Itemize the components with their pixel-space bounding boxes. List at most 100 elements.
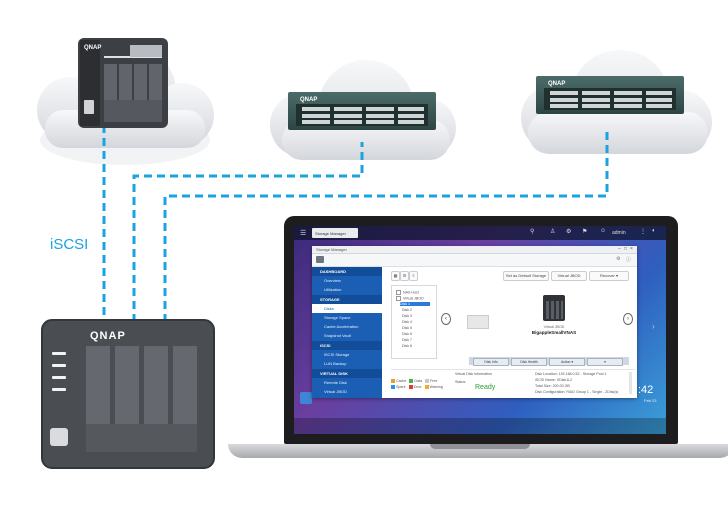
view-toggle[interactable]: ▦ ☰ ≡ bbox=[391, 271, 418, 281]
legend-spare-swatch bbox=[391, 385, 395, 390]
menu-icon[interactable]: ☰ bbox=[300, 230, 307, 237]
disk-health-button[interactable]: Disk Health bbox=[511, 358, 547, 366]
window-title: Storage Manager bbox=[316, 247, 347, 252]
disk-location: Disk Location: 192.168.0.52 - Storage Po… bbox=[535, 372, 607, 376]
status-label: Status: bbox=[455, 380, 467, 384]
desktop-next-arrow-icon[interactable]: › bbox=[652, 322, 655, 331]
search-icon[interactable]: ⚲ bbox=[530, 229, 535, 235]
tree-item-label: NAS Host bbox=[403, 290, 419, 295]
info-scrollbar[interactable] bbox=[629, 372, 632, 394]
tree-item-disk-6[interactable]: Disk 6 bbox=[402, 332, 412, 336]
info-heading: Virtual Disk Information bbox=[455, 372, 493, 376]
settings-icon[interactable]: ⚙ bbox=[616, 256, 621, 262]
sidebar-header-storage[interactable]: STORAGE bbox=[312, 295, 382, 304]
tree-item-disk-5[interactable]: Disk 5 bbox=[402, 326, 412, 330]
status-value: Ready bbox=[475, 384, 496, 391]
action-bar: Disk Info Disk Health Action ▾ ▾ bbox=[469, 357, 629, 366]
tree-item-disk-4[interactable]: Disk 4 bbox=[402, 320, 412, 324]
sidebar-item-snapshot-vault[interactable]: Snapshot Vault bbox=[324, 333, 351, 338]
laptop-screen: ☰ Storage Manager ⚲ ♙ ⚙ ⚑ ☺ admin ⋮ ◐ St… bbox=[294, 226, 666, 434]
desktop-topbar: ☰ Storage Manager ⚲ ♙ ⚙ ⚑ ☺ admin ⋮ ◐ bbox=[294, 226, 666, 240]
network-links bbox=[102, 125, 609, 322]
more-actions-button[interactable]: ▾ bbox=[587, 358, 623, 366]
legend-cache-swatch bbox=[391, 379, 395, 384]
sidebar: DASHBOARD Overview Utilization STORAGE D… bbox=[312, 267, 382, 398]
view-toggle-list-icon[interactable]: ☰ bbox=[400, 271, 409, 281]
tower-nas-large bbox=[41, 319, 215, 469]
legend-data-swatch bbox=[409, 379, 414, 384]
sidebar-item-remote-disk[interactable]: Remote Disk bbox=[324, 380, 347, 385]
iscsi-name: iSCSI Name: VDisk1L2 bbox=[535, 378, 573, 382]
window-toolbar: ⚙ ⓘ bbox=[312, 254, 637, 267]
recover-button[interactable]: Recover ▾ bbox=[589, 271, 629, 281]
disk-info-section: Cache Data Free Spare Error Warning Virt… bbox=[391, 369, 635, 398]
action-menu-button[interactable]: Action ▾ bbox=[549, 358, 585, 366]
legend-error-label: Error bbox=[413, 385, 422, 390]
legend-data-label: Data bbox=[414, 379, 422, 383]
sidebar-item-cache-acceleration[interactable]: Cache Acceleration bbox=[324, 324, 359, 329]
sidebar-item-disks[interactable]: Disks bbox=[312, 304, 382, 313]
user-icon[interactable]: ♙ bbox=[550, 229, 556, 235]
account-icon[interactable]: ☺ bbox=[600, 228, 607, 234]
taskbar-app-tab[interactable]: Storage Manager bbox=[312, 228, 358, 238]
rack-nas-right bbox=[536, 76, 684, 114]
tower-nas-small bbox=[78, 38, 168, 128]
desktop-date: Feb 23 bbox=[644, 398, 657, 403]
view-toggle-detail-icon[interactable]: ≡ bbox=[409, 271, 418, 281]
sidebar-item-virtual-jbod[interactable]: Virtual JBOD bbox=[324, 389, 348, 394]
disk-configuration: Disk Configuration: RAID Group 1 - Singl… bbox=[535, 390, 619, 394]
sidebar-item-iscsi-storage[interactable]: iSCSI Storage bbox=[324, 352, 350, 357]
device-type: Virtual JBOD bbox=[543, 325, 565, 329]
dashboard-icon[interactable]: ◐ bbox=[652, 228, 656, 234]
tree-item-disk-1[interactable]: Disk 1 bbox=[400, 302, 430, 306]
sidebar-item-utilization[interactable]: Utilization bbox=[324, 287, 342, 292]
more-icon[interactable]: ⋮ bbox=[640, 229, 646, 235]
legend-free-swatch bbox=[424, 379, 429, 384]
minimize-icon[interactable]: – bbox=[618, 246, 621, 252]
next-device-icon[interactable]: › bbox=[623, 313, 633, 325]
sidebar-item-storage-space[interactable]: Storage Space bbox=[324, 315, 351, 320]
legend: Cache Data Free Spare Error Warning bbox=[391, 379, 443, 390]
disk-info-button[interactable]: Disk Info bbox=[473, 358, 509, 366]
sidebar-header-dashboard[interactable]: DASHBOARD bbox=[312, 267, 382, 276]
protocol-label: iSCSI bbox=[50, 236, 89, 253]
view-toggle-grid-icon[interactable]: ▦ bbox=[391, 271, 400, 281]
tree-item-disk-7[interactable]: Disk 7 bbox=[402, 338, 412, 342]
storage-manager-window: Storage Manager – □ × ⚙ ⓘ DASHBOARD Over… bbox=[312, 246, 637, 398]
legend-warning-swatch bbox=[424, 385, 429, 390]
sidebar-header-iscsi[interactable]: iSCSI bbox=[312, 341, 382, 350]
task-icon[interactable]: ⚙ bbox=[566, 229, 572, 235]
desktop-bottom-bar bbox=[294, 418, 666, 434]
storage-manager-icon bbox=[316, 256, 324, 263]
legend-warning-label: Warning bbox=[429, 385, 443, 390]
legend-spare-label: Spare bbox=[396, 385, 406, 390]
help-icon[interactable]: ⓘ bbox=[626, 257, 632, 263]
nas-large-logo: QNAP bbox=[90, 330, 126, 342]
close-icon[interactable]: × bbox=[630, 246, 633, 252]
rack-right-logo: QNAP bbox=[548, 81, 565, 87]
set-default-storage-button[interactable]: Set as Default Storage bbox=[503, 271, 549, 281]
virtual-jbod-button[interactable]: Virtual JBOD bbox=[551, 271, 587, 281]
legend-cache-label: Cache bbox=[396, 379, 407, 383]
total-size: Total Size: 200.00 GB bbox=[535, 384, 570, 388]
notification-icon[interactable]: ⚑ bbox=[582, 229, 588, 235]
tree-item-disk-3[interactable]: Disk 3 bbox=[402, 314, 412, 318]
tree-item-virtual-jbod[interactable]: Virtual JBOD bbox=[396, 296, 424, 301]
rack-nas-middle bbox=[288, 92, 436, 130]
nas-small-logo: QNAP bbox=[84, 45, 101, 51]
desktop-app-icon[interactable] bbox=[300, 392, 312, 404]
disk-thumbnail[interactable] bbox=[467, 315, 489, 329]
maximize-icon[interactable]: □ bbox=[624, 246, 628, 252]
sidebar-item-lun-backup[interactable]: LUN Backup bbox=[324, 361, 347, 366]
prev-device-icon[interactable]: ‹ bbox=[441, 313, 451, 325]
tree-item-disk-2[interactable]: Disk 2 bbox=[402, 308, 412, 312]
sidebar-header-virtual-disk[interactable]: VIRTUAL DISK bbox=[312, 369, 382, 378]
tree-item-nas-host[interactable]: NAS Host bbox=[396, 290, 419, 295]
legend-free-label: Free bbox=[429, 379, 438, 383]
user-name[interactable]: admin bbox=[612, 230, 626, 236]
laptop-notch bbox=[430, 444, 530, 449]
tree-item-disk-8[interactable]: Disk 8 bbox=[402, 344, 412, 348]
sidebar-item-overview[interactable]: Overview bbox=[324, 278, 341, 283]
